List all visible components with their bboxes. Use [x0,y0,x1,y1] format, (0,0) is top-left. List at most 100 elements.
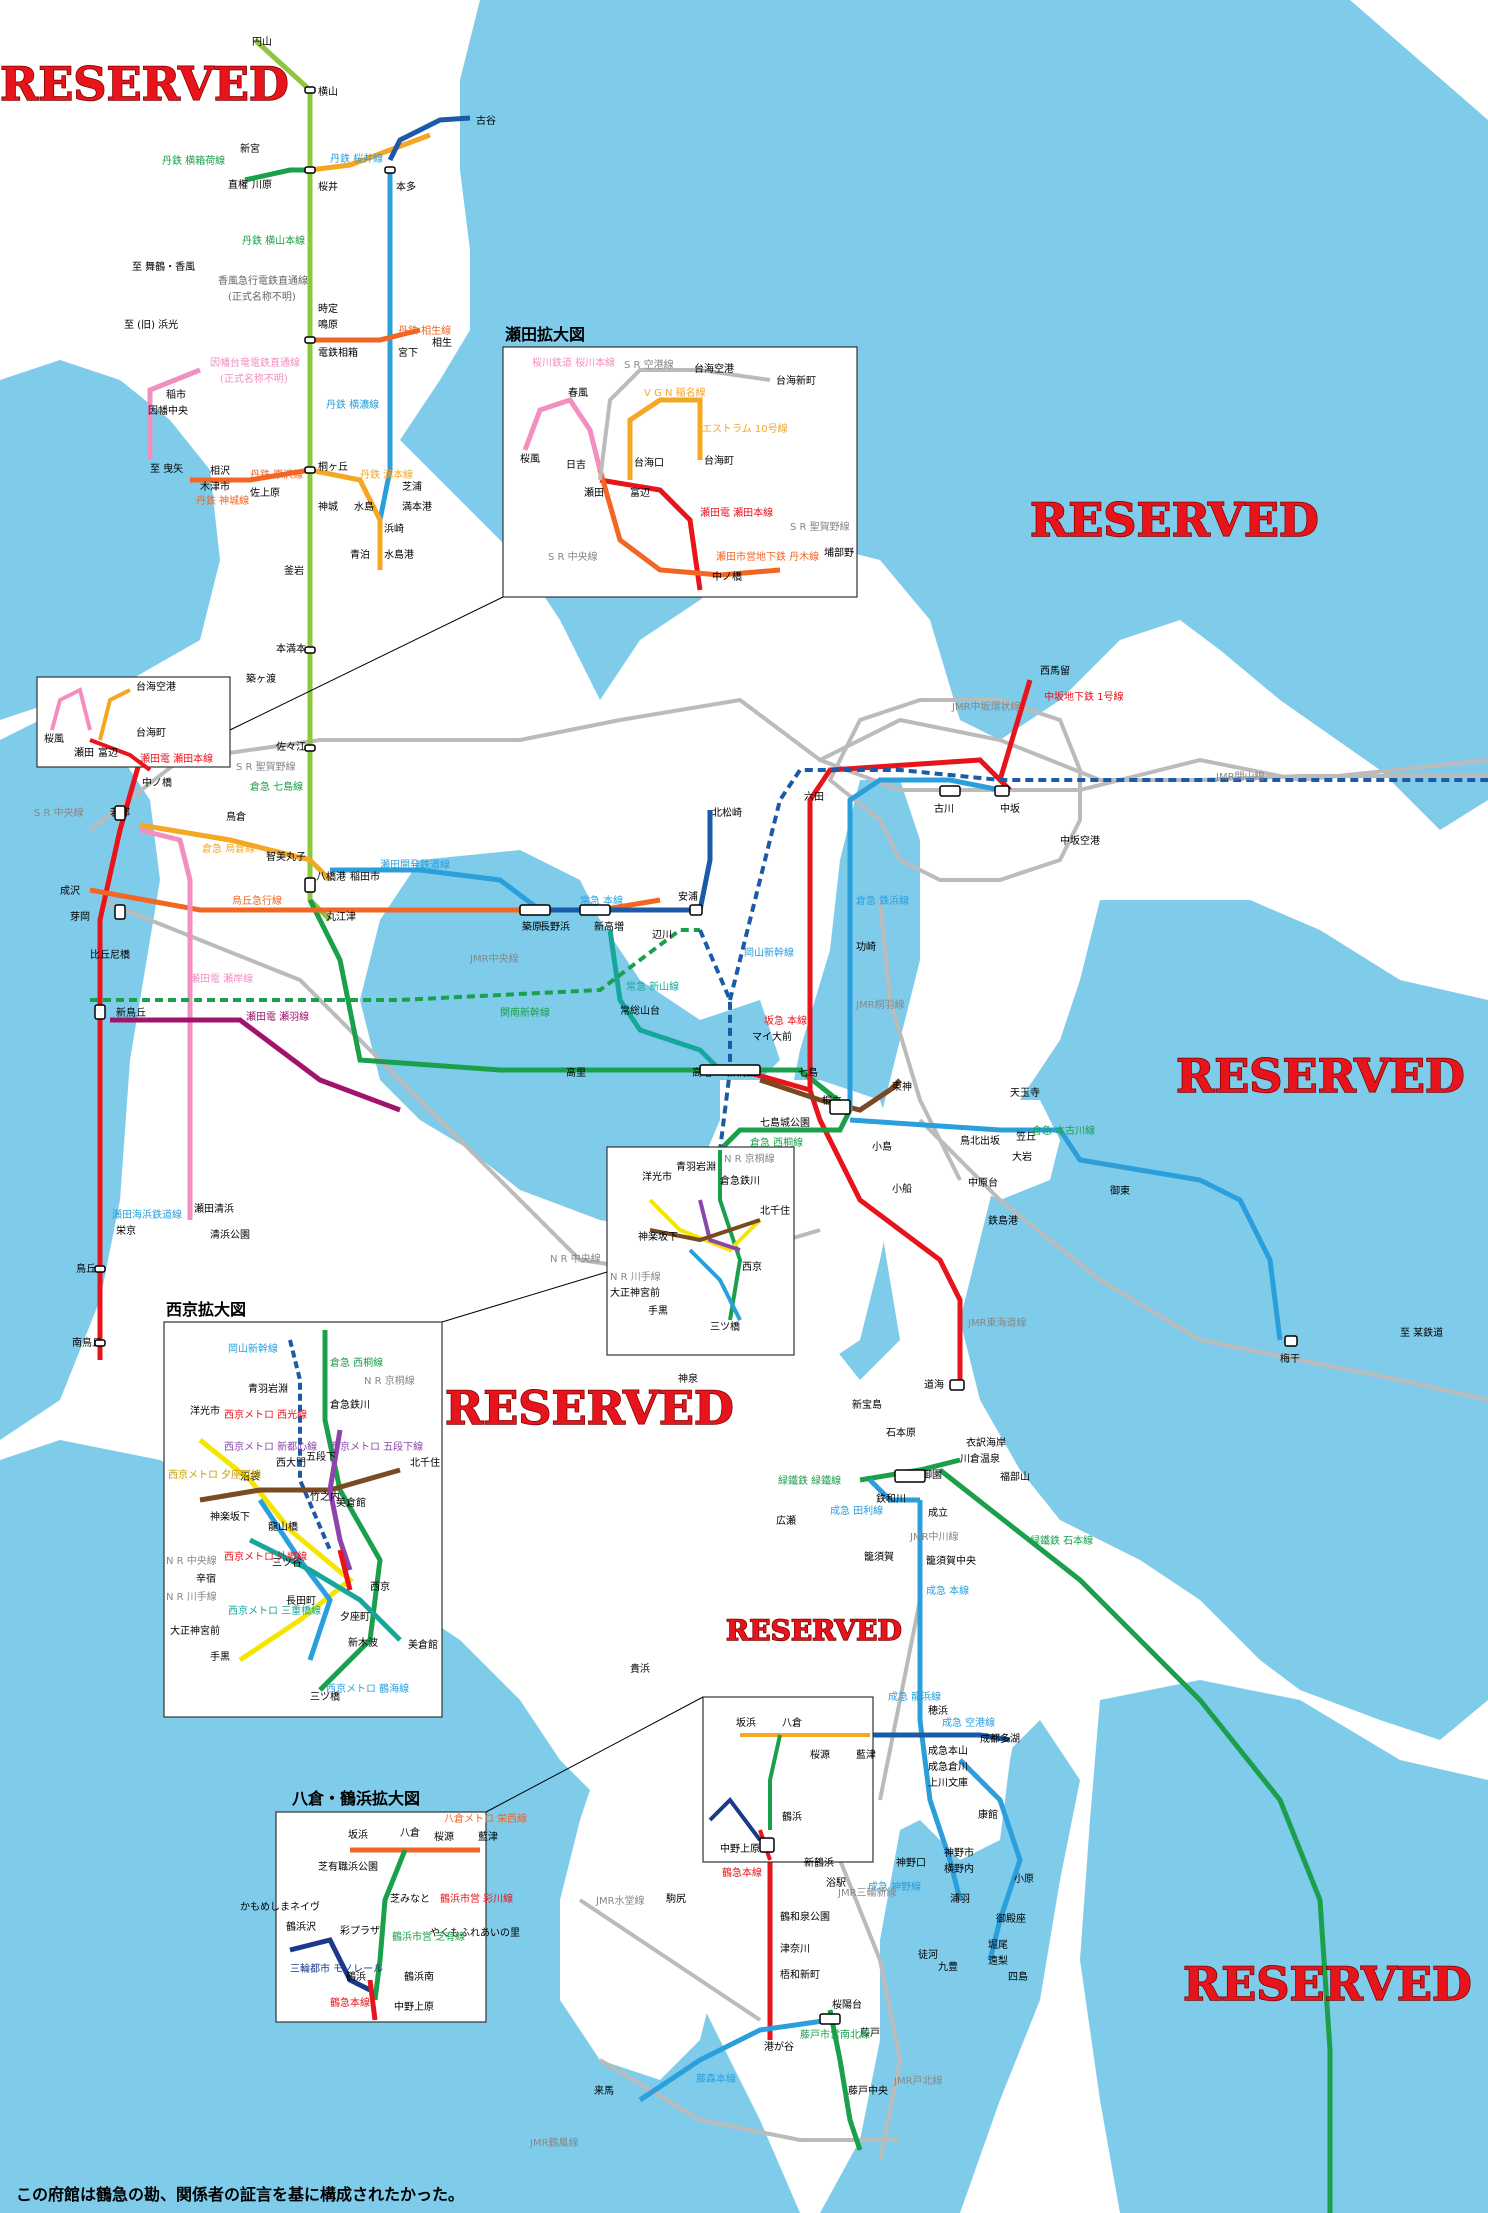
station-name: 相生 [432,336,452,349]
station-name: 清浜公園 [210,1228,250,1241]
line-label: JMR中坂環状線 [951,700,1021,713]
station-name: 鶴和泉公園 [780,1910,830,1923]
station-name: 成沢 [60,884,80,897]
setaden-seta-main [97,759,143,1360]
sea-central-bay [360,850,780,1230]
line-label: 成急 空港線 [942,1716,995,1729]
station-name: 桜風 [520,452,540,465]
line-label: S R 空港線 [624,358,674,371]
line-label: 坂急 本線 [764,1014,807,1027]
station-name: 芝有職浜公園 [318,1860,378,1873]
station-name: 横野内 [944,1862,974,1875]
line-label: JMR三輪新線 [837,1886,897,1899]
line-label: 中坂地下鉄 1号線 [1044,690,1124,703]
station-name: 八橋港 [316,870,346,883]
kuraku-nishikiri-line [718,1108,853,1152]
line-label: 瀬田電 瀬岸線 [190,972,253,985]
station-name: 西大門 [276,1456,306,1469]
station-name: マイ大前 [752,1030,792,1043]
jmr-kanzan-line [819,717,1488,782]
line-label: JMR中川線 [909,1530,959,1543]
line-label: 瀬田電 瀬羽線 [246,1010,309,1023]
station-name: 本満本 [276,642,306,655]
station-markers [94,86,1298,2025]
station-name: 鉄島港 [988,1214,1018,1227]
station-name: 鳥北出坂 [960,1134,1000,1147]
station-name: 丸江津 [326,910,356,923]
sakakyu-main-north [807,757,1012,1090]
station-name: 七島城公園 [760,1116,810,1129]
station-name: 竹之内 [310,1490,340,1503]
station-name: 八倉 [400,1826,420,1839]
map-caption: この府館は鶴急の勘、関係者の証言を基に構成されたかった。 [16,2185,464,2204]
inset-saikyo-yellow [198,1438,354,1663]
station-name: 貴浜 [630,1662,650,1675]
station-marker [819,2013,841,2025]
line-label: 烏丘急行線 [232,894,282,907]
line-label: 成急 龍浜線 [888,1690,941,1703]
line-label: N R 京桐線 [724,1152,775,1165]
line-label: 丹鉄 横箱荷線 [162,154,225,167]
station-name: 広瀬 [776,1514,796,1527]
leader-saikyo [441,1271,608,1323]
station-name: 常総山台 [620,1004,660,1017]
jmr-chuo-line [88,697,1488,832]
inset-sk-blue [688,1248,742,1321]
station-name: 駒尻 [666,1893,686,1905]
line-label: JMR戸北線 [893,2074,943,2087]
sea-lower-west [0,720,160,1440]
inset-small-red [89,738,152,772]
line-label: 西京メトロ 西光線 [224,1408,307,1421]
line-labels: 丹鉄 桜井線 丹鉄 横箱荷線 丹鉄 横山本線 香風急行電鉄直通線 (正式名称不明… [34,152,1443,2149]
station-name: 三ツ谷 [272,1557,302,1569]
station-name: 北千住 [410,1456,440,1469]
station-marker [114,904,126,920]
station-name: 籠須賀 [864,1550,894,1563]
seikyu-main-line [917,1500,963,1901]
station-marker [829,1099,851,1115]
reserved-label-5: RESERVED [726,1614,902,1647]
station-name: 手黒 [648,1304,668,1317]
station-name: 相沢 [210,464,230,477]
line-label: 倉急 鉄浜線 [856,894,909,907]
seikyu-tari-line [868,1478,920,1503]
line-label: 倉急 西桐線 [330,1356,383,1369]
inset-saikyo-frame [163,1321,443,1718]
station-name: 木津市 [200,480,230,493]
station-name: かもめしまネイヴ [240,1900,320,1913]
station-name: 藍津 [478,1830,498,1843]
seikyu-airport-line [870,1732,1011,1743]
station-marker [304,86,316,94]
line-label: 成急 田利線 [830,1504,883,1517]
station-name: 衣訳海岸 [966,1436,1006,1449]
reserved-label-4: RESERVED [445,1381,734,1435]
line-label: 倉急 七島線 [250,780,303,793]
station-name: 御殿座 [996,1912,1026,1925]
line-label: 因幡台竜電鉄直通線 [210,356,300,369]
station-name: 龍山橋 [268,1520,298,1533]
station-name: 小船 [892,1182,912,1195]
line-label: N R 川手線 [166,1590,217,1603]
station-name: 成都多湖 [980,1732,1020,1745]
line-label: 瀬田電 瀬田本線 [140,752,213,765]
line-label: 倉急 本古川線 [1032,1124,1095,1137]
inset-yakura-small [702,1696,874,1863]
station-name: 満本港 [402,500,432,513]
line-label: 丹鉄 桜井線 [330,152,383,165]
reserved-label-3: RESERVED [1176,1049,1465,1103]
inset-saikyo-title: 西京拡大図 [166,1300,246,1319]
station-name: 藤戸中央 [848,2084,888,2097]
station-name: 中野上原 [720,1842,760,1855]
station-name: 本多 [396,180,416,193]
station-name: 七島 [798,1066,818,1079]
station-marker [994,785,1010,797]
reserved-label-1: RESERVED [0,57,289,111]
inset-yakura-red [367,1979,378,2021]
tanri-pink-line [147,367,201,460]
line-label: 倉急 烏倉線 [202,842,255,855]
station-name: 古川 [934,802,954,815]
station-name: 佐上原 [250,487,280,499]
station-name: 因幡中央 [148,404,188,417]
station-name: 青泊 [350,548,370,561]
